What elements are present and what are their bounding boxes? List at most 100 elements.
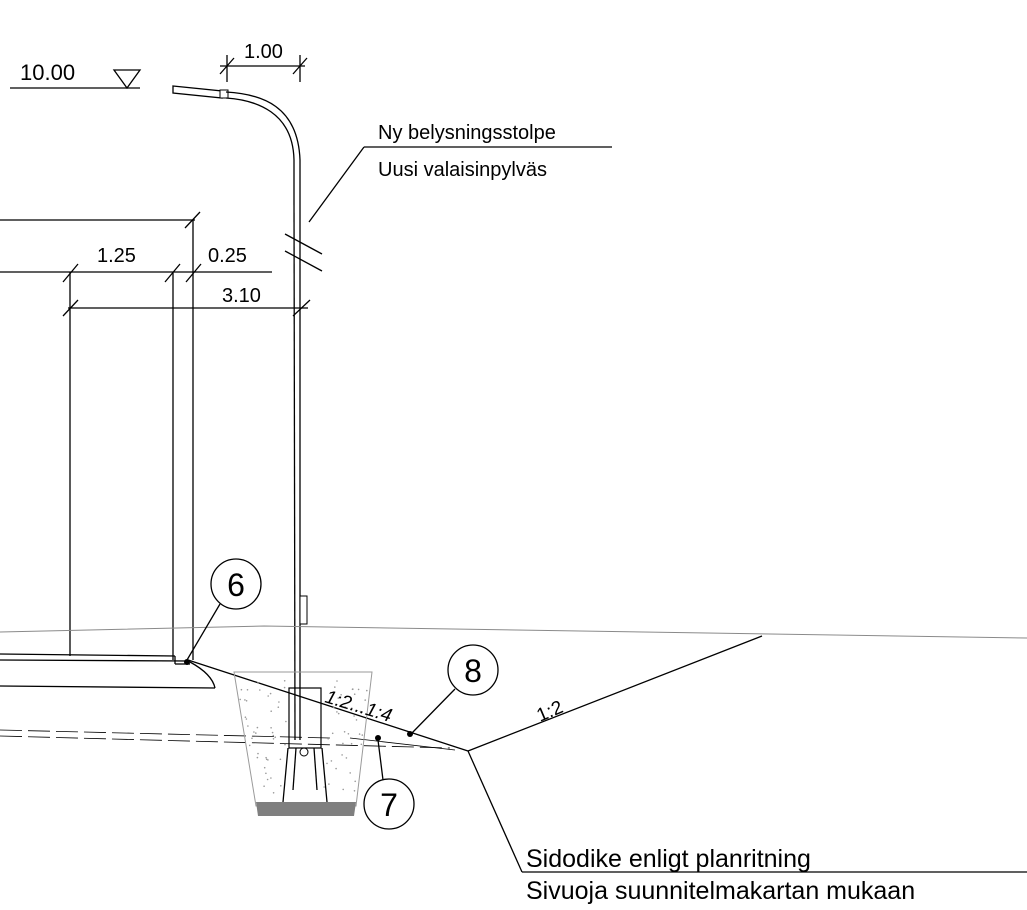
fill-dot	[345, 757, 348, 759]
fill-dot	[340, 694, 342, 696]
fill-dot	[272, 738, 275, 740]
fill-dot	[279, 758, 282, 761]
fill-dot	[253, 731, 255, 733]
pole-arm-outer	[225, 91, 301, 200]
fill-dot	[265, 772, 267, 775]
fill-dot	[357, 688, 360, 691]
fill-dot	[347, 733, 350, 735]
level-triangle-icon	[112, 69, 142, 90]
ground-surface-line	[0, 625, 1027, 639]
marker-7: 7	[363, 735, 415, 830]
foundation-base-slab	[256, 802, 356, 816]
foundation-leg-right	[321, 747, 328, 803]
fill-dot	[353, 715, 355, 717]
fill-dot	[361, 734, 364, 736]
fill-dot	[246, 689, 249, 691]
luminaire-head	[172, 85, 223, 99]
foundation-inner-left	[292, 747, 297, 791]
fill-dot	[245, 718, 248, 720]
fill-dot	[269, 692, 272, 695]
fill-dot	[247, 725, 249, 727]
fill-dot	[270, 727, 272, 729]
fill-dot	[257, 752, 259, 755]
fill-dot	[359, 710, 362, 713]
marker-7-leader	[377, 739, 384, 781]
slope-inner-label: 1:2...1:4	[323, 687, 395, 727]
fill-dot	[267, 759, 269, 761]
shoulder-curve	[189, 661, 216, 689]
pole-label-leader	[308, 146, 365, 223]
fill-dot	[354, 780, 357, 783]
fill-dot	[337, 697, 340, 699]
fill-dot	[352, 688, 354, 690]
fill-dot	[341, 754, 343, 756]
lighting-pole	[172, 85, 323, 757]
terrain: Sidodike enligt planritning Sivuoja suun…	[0, 625, 1027, 905]
fill-dot	[270, 777, 272, 779]
foundation-fill-dots	[239, 680, 368, 794]
fill-dot	[336, 680, 338, 682]
fill-dot	[337, 712, 340, 715]
base-course-line	[0, 685, 216, 689]
fill-dot	[272, 734, 275, 737]
level-value: 10.00	[20, 60, 75, 85]
dim-1-25-value: 1.25	[97, 245, 136, 267]
fill-dot	[245, 700, 248, 702]
fill-dot	[274, 736, 277, 738]
fill-dot	[366, 689, 368, 692]
fill-dot	[358, 733, 361, 735]
fill-dot	[323, 786, 326, 788]
fill-dot	[355, 719, 358, 721]
fill-dot	[335, 767, 337, 770]
fill-dot	[265, 756, 267, 759]
fill-dot	[257, 682, 259, 684]
dim-3-10-value: 3.10	[222, 285, 261, 307]
horizontal-dimensions: 1.25 0.25 3.10	[0, 211, 311, 660]
ditch-label-leader	[467, 750, 523, 873]
fill-dot	[240, 688, 243, 691]
fill-dot	[327, 737, 330, 740]
dim-tick-b2	[292, 299, 311, 317]
fill-dot	[266, 778, 269, 781]
fill-dot	[284, 743, 286, 746]
foundation-socket	[288, 687, 322, 749]
marker-6-leader	[186, 603, 221, 661]
marker-7-point	[375, 735, 381, 741]
fill-dot	[342, 742, 344, 745]
fill-dot	[263, 766, 266, 769]
fill-dot	[353, 790, 356, 792]
fill-dot	[244, 699, 246, 701]
fill-dot	[331, 732, 334, 735]
subgrade-line-1	[0, 729, 331, 739]
foundation-leg-left	[282, 747, 289, 803]
pole-base-bolt	[299, 747, 309, 757]
fill-dot	[326, 762, 328, 765]
pole-hatch	[299, 595, 308, 625]
slope-labels: 1:2...1:4 1:2	[323, 687, 567, 727]
subgrade-line-3	[349, 737, 456, 751]
arm-reach-dimension: 1.00	[219, 41, 308, 82]
marker-8: 8	[407, 644, 499, 737]
fill-dot	[272, 792, 275, 794]
fill-dot	[336, 711, 338, 713]
road-structure	[0, 653, 456, 751]
fill-dot	[277, 706, 280, 708]
fill-dot	[256, 726, 259, 729]
pole-label-line2: Uusi valaisinpylväs	[378, 159, 547, 181]
pole-break-mark-1	[284, 233, 323, 255]
ditch-label-line2: Sivuoja suunnitelmakartan mukaan	[526, 877, 915, 905]
fill-dot	[267, 695, 270, 697]
subgrade-line-2	[0, 735, 451, 749]
pole-shaft-left	[293, 199, 296, 741]
fill-dot	[283, 686, 286, 689]
pole-break-mark-2	[284, 250, 323, 272]
pole-foundation	[233, 671, 373, 816]
fill-dot	[285, 720, 287, 723]
fill-dot	[271, 731, 274, 734]
arm-reach-value: 1.00	[244, 41, 283, 63]
fill-dot	[263, 785, 265, 787]
marker-6-circle	[210, 558, 262, 610]
fill-dot	[280, 785, 282, 787]
